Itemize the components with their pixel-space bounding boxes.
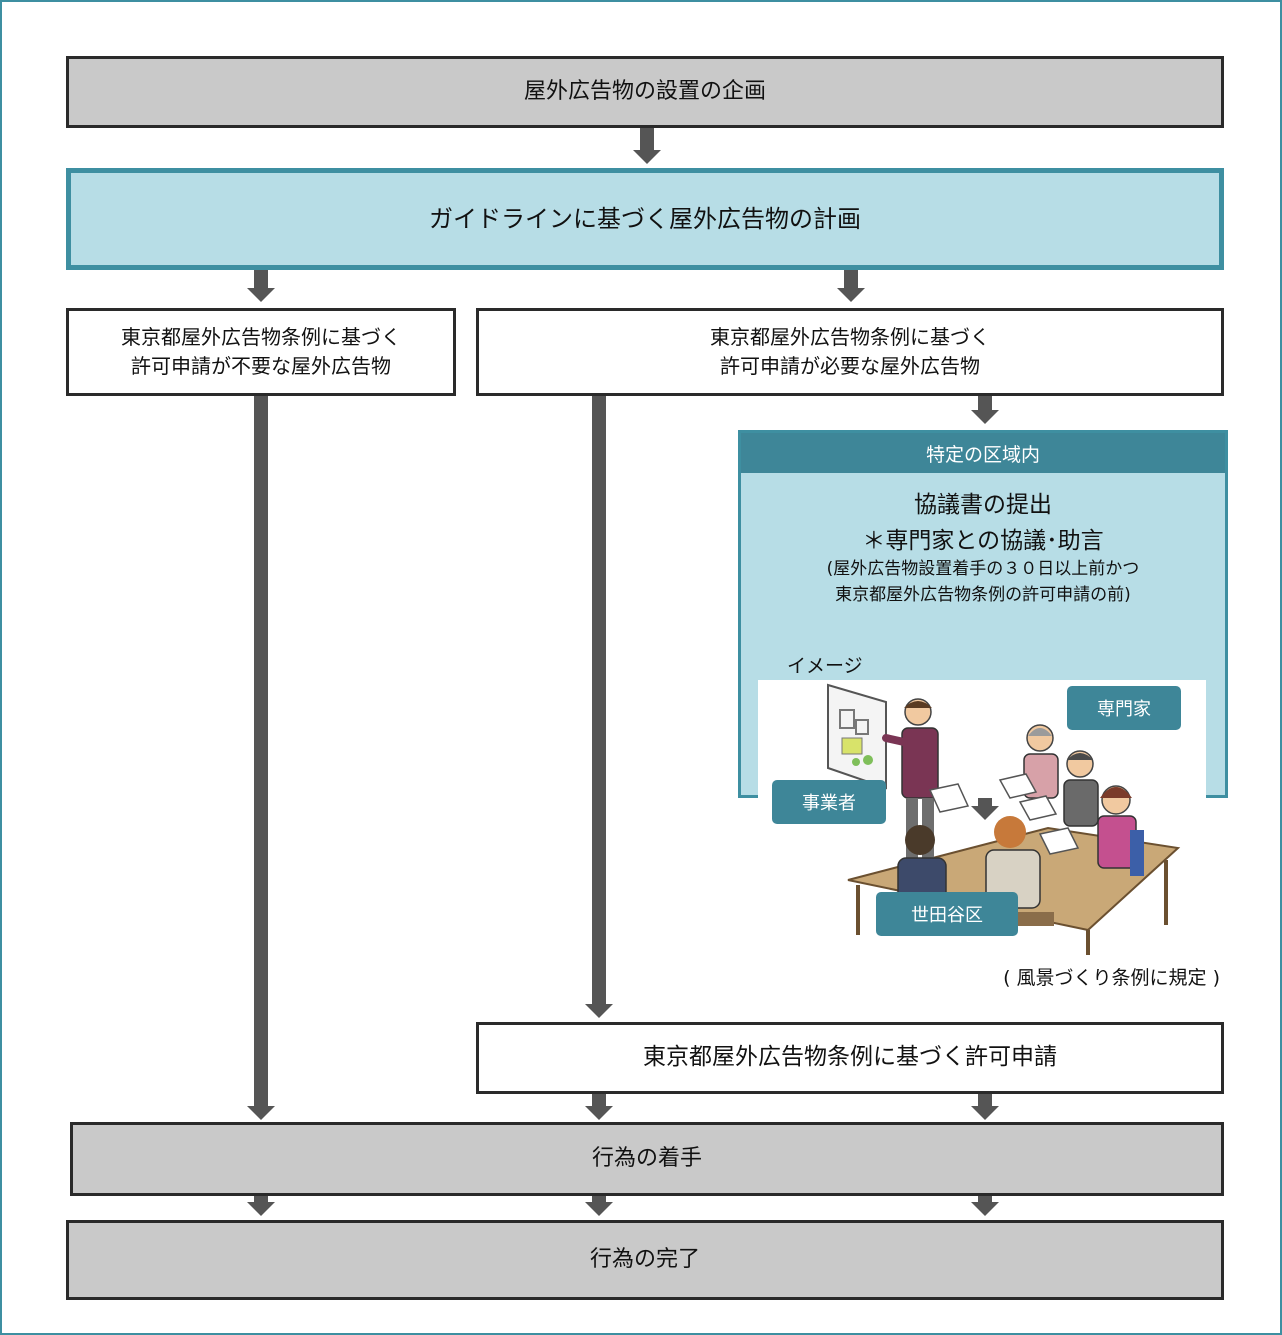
meeting-illustration-svg [827,683,1181,955]
arrow-down-icon [585,1106,613,1120]
consultation-note: (屋外広告物設置着手の３０日以上前かつ 東京都屋外広告物条例の許可申請の前) [826,559,1140,605]
permit-required-label: 東京都屋外広告物条例に基づく 許可申請が必要な屋外広告物 [710,325,990,378]
planning-label: 屋外広告物の設置の企画 [523,79,766,105]
arrow-shaft [254,270,268,290]
consultation-panel: 特定の区域内 協議書の提出 ＊専門家との協議･助言 (屋外広告物設置着手の３０日… [738,430,1228,798]
consultation-subtitle: ＊専門家との協議･助言 [862,528,1104,554]
arrow-down-icon [837,288,865,302]
expert-icon [1063,750,1099,827]
guideline-plan-label: ガイドラインに基づく屋外広告物の計画 [429,204,861,233]
guideline-plan-box: ガイドラインに基づく屋外広告物の計画 [66,168,1224,270]
consultation-title: 協議書の提出 [914,492,1052,518]
tag-expert-label: 専門家 [1097,699,1151,720]
permit-not-required-label: 東京都屋外広告物条例に基づく 許可申請が不要な屋外広告物 [121,325,401,378]
permit-application-box: 東京都屋外広告物条例に基づく許可申請 [476,1022,1224,1094]
image-label: イメージ [787,655,863,677]
arrow-down-icon [585,1004,613,1018]
permit-required-box: 東京都屋外広告物条例に基づく 許可申請が必要な屋外広告物 [476,308,1224,396]
arrow-down-icon [247,1106,275,1120]
arrow-down-icon [633,150,661,164]
arrow-down-icon [971,1202,999,1216]
permit-not-required-box: 東京都屋外広告物条例に基づく 許可申請が不要な屋外広告物 [66,308,456,396]
arrow-down-icon [971,410,999,424]
arrow-shaft [978,1196,992,1204]
arrow-shaft [592,1196,606,1204]
completion-box: 行為の完了 [66,1220,1224,1300]
arrow-shaft [844,270,858,290]
arrow-shaft [978,798,992,808]
arrow-down-icon [247,1202,275,1216]
arrow-down-icon [247,288,275,302]
start-box: 行為の着手 [70,1122,1224,1196]
tag-ward-label: 世田谷区 [911,905,983,926]
arrow-shaft [254,1196,268,1204]
presenter-icon [882,698,939,858]
planning-box: 屋外広告物の設置の企画 [66,56,1224,128]
arrow-shaft [978,1094,992,1108]
start-label: 行為の着手 [591,1146,702,1172]
tag-ward: 世田谷区 [876,892,1018,936]
arrow-shaft [978,396,992,412]
arrow-shaft [592,1094,606,1108]
consultation-header: 特定の区域内 [741,433,1225,473]
whiteboard-icon [827,683,887,790]
arrow-down-icon [971,1106,999,1120]
arrow-shaft [640,128,654,152]
completion-label: 行為の完了 [589,1247,700,1273]
expert-icon [1097,785,1144,876]
arrow-shaft [592,396,606,1004]
tag-operator: 事業者 [772,780,886,824]
tag-operator-label: 事業者 [802,793,856,814]
permit-application-label: 東京都屋外広告物条例に基づく許可申請 [643,1044,1057,1071]
consultation-header-label: 特定の区域内 [925,443,1040,466]
tag-expert: 専門家 [1067,686,1181,730]
arrow-down-icon [971,806,999,820]
arrow-shaft [254,396,268,1108]
arrow-down-icon [585,1202,613,1216]
provision-note: ( 風景づくり条例に規定 ) [1003,967,1220,989]
